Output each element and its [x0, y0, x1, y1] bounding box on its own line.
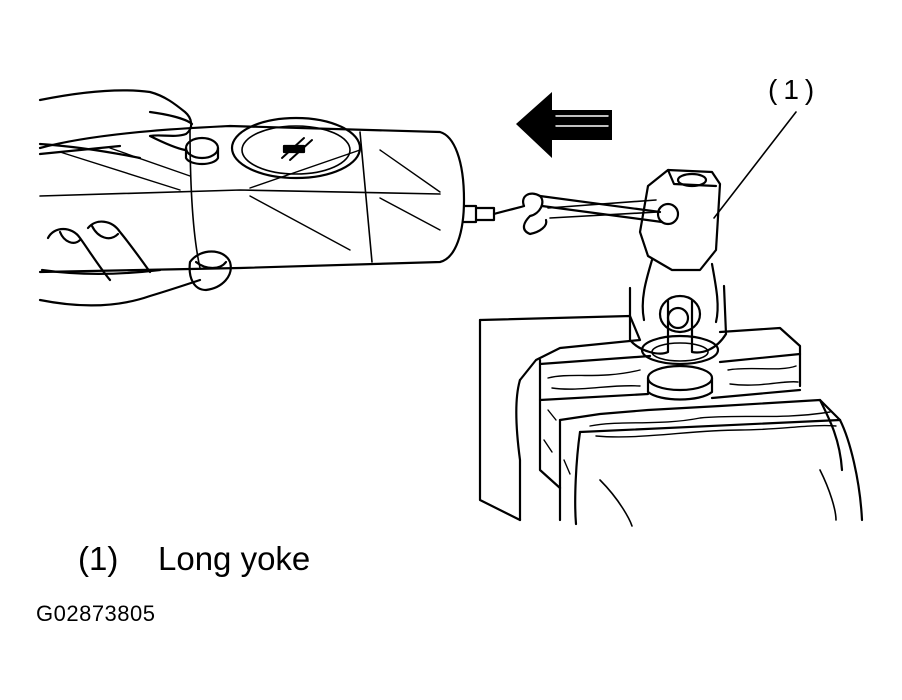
figure-id: G02873805	[36, 601, 156, 626]
legend: (1) Long yoke	[78, 540, 310, 578]
legend-number: (1)	[78, 540, 119, 577]
upper-hand-icon	[38, 89, 194, 160]
spring-scale-icon	[38, 116, 496, 274]
universal-joint-yoke-icon	[628, 168, 728, 401]
arrow-left-icon	[516, 92, 612, 158]
callout-number: (1)	[768, 74, 821, 105]
bench-vise-icon	[478, 314, 864, 527]
callout-leader-line	[713, 111, 797, 219]
hook-strap-icon	[492, 192, 680, 236]
legend-label: Long yoke	[158, 540, 311, 577]
lower-hand-icon	[38, 220, 232, 307]
